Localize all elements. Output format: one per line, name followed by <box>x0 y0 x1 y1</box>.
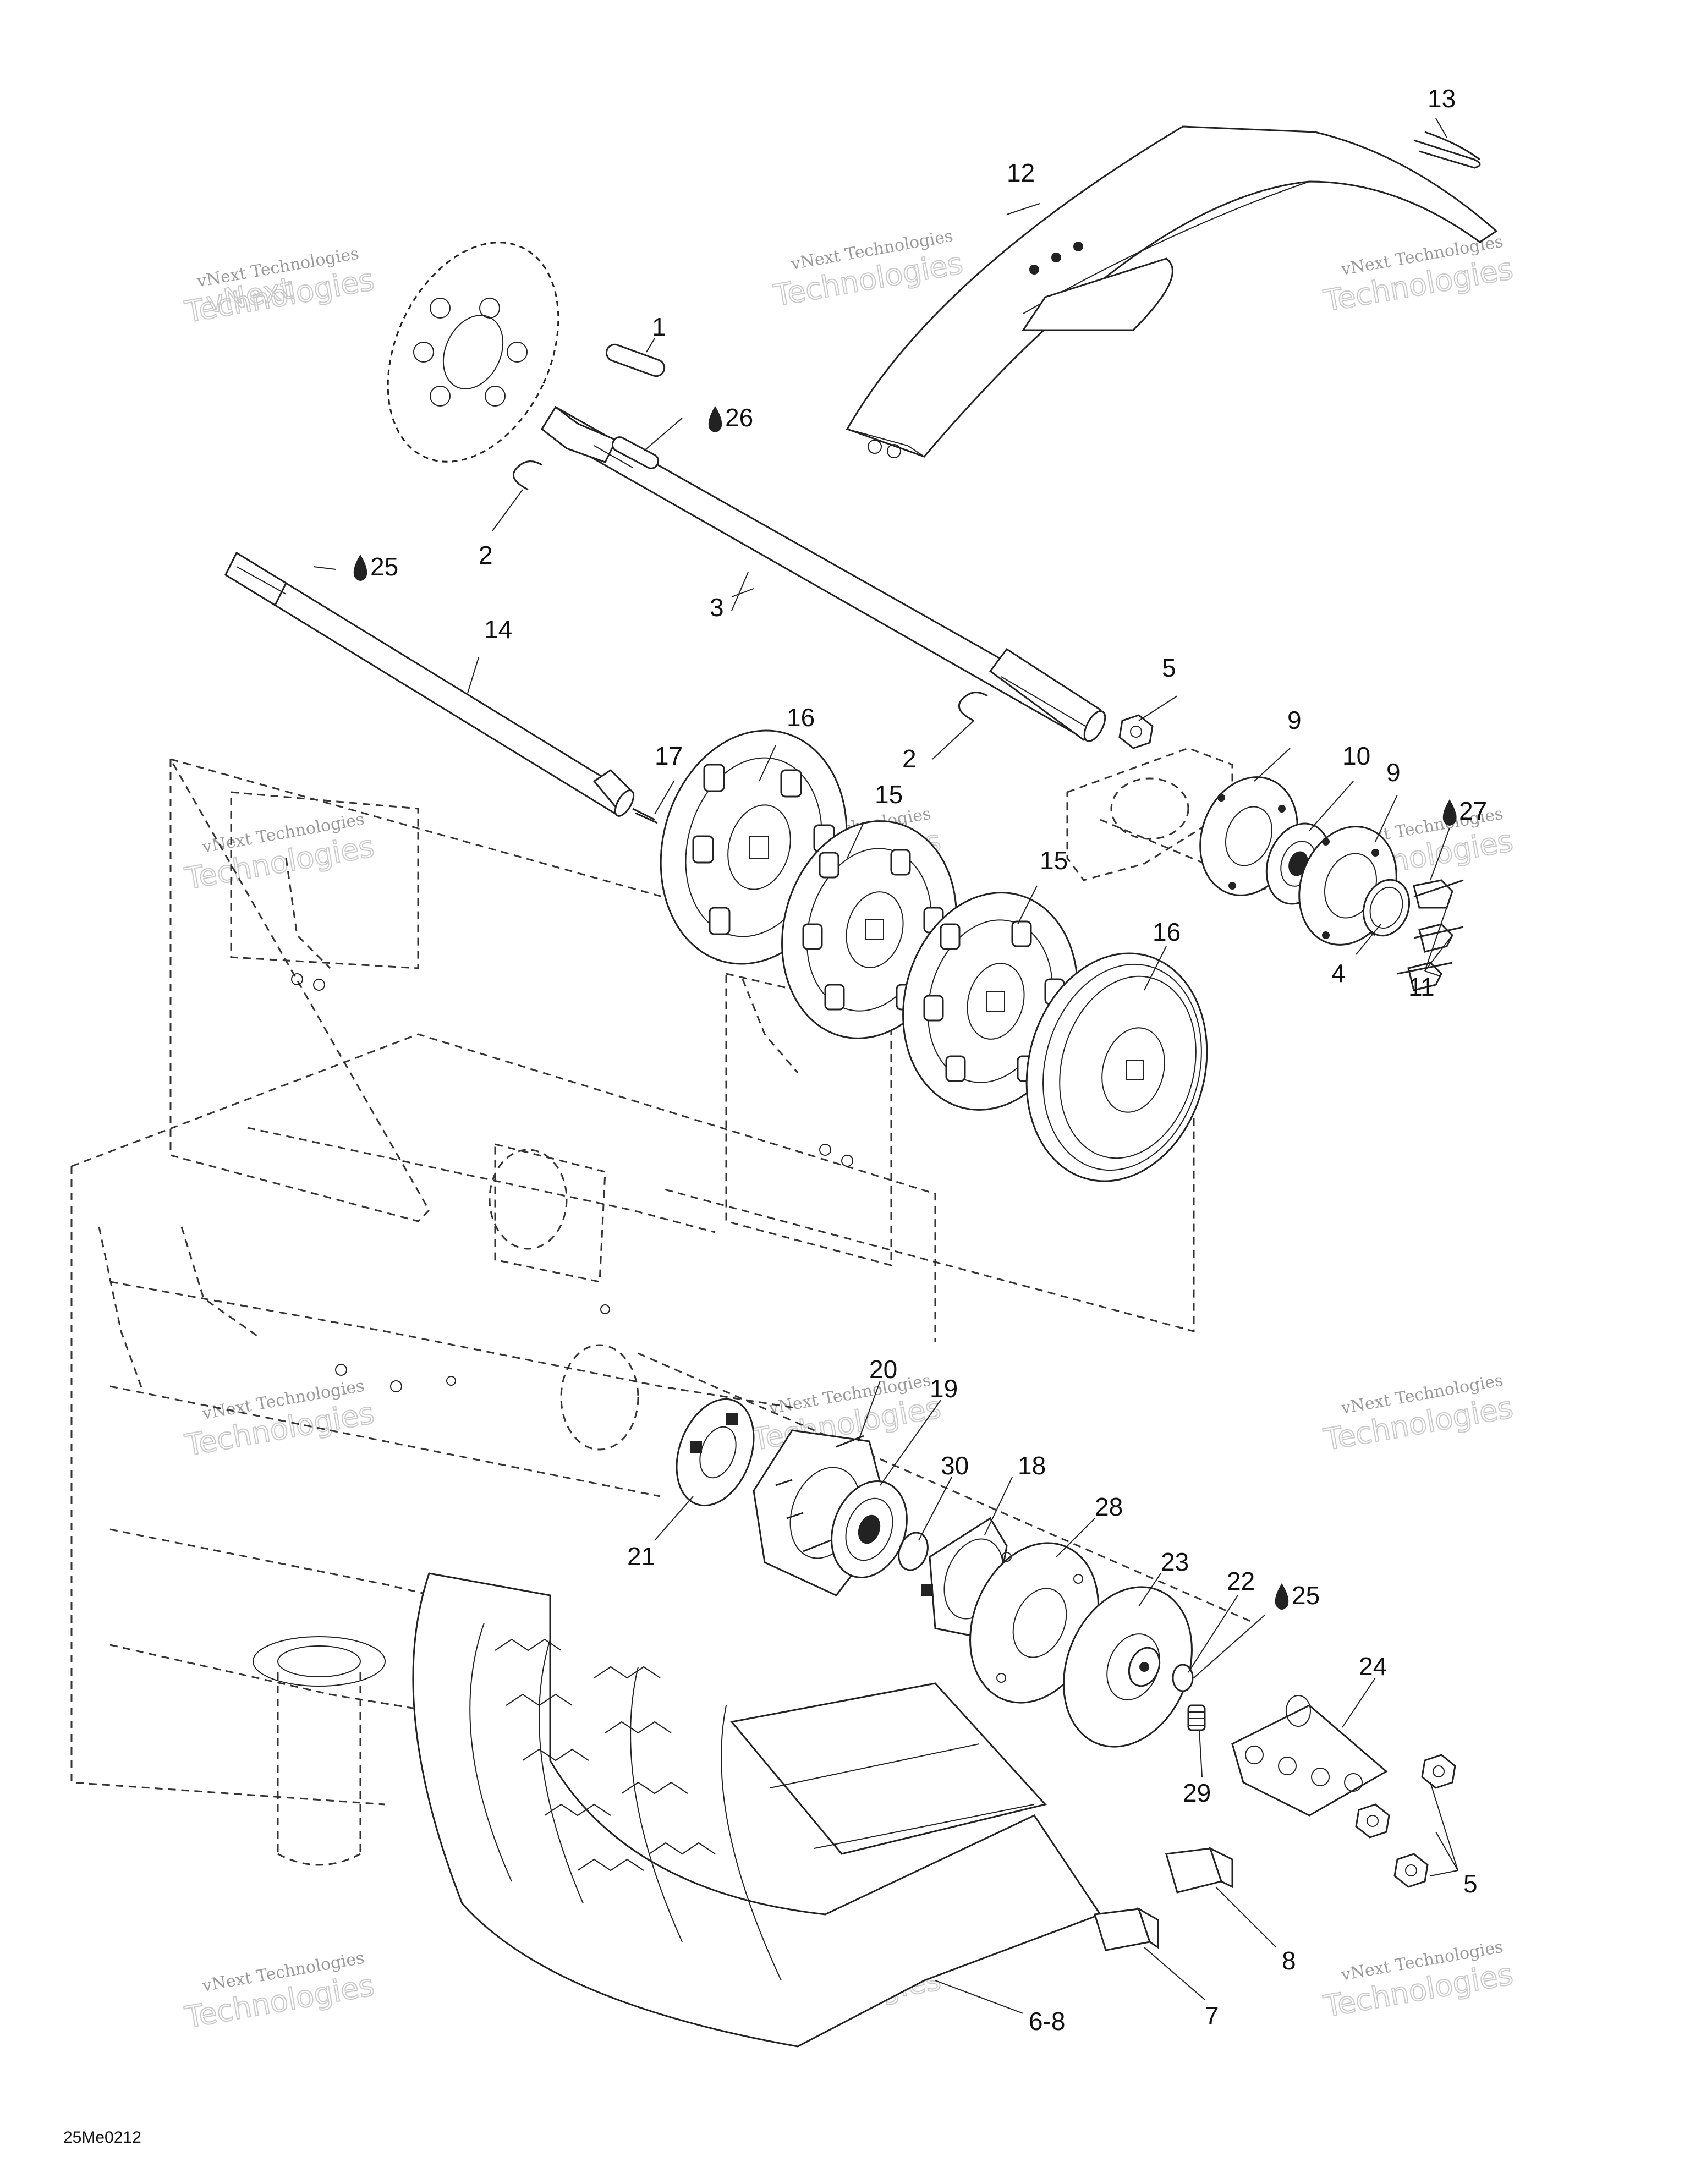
part-12-rear-flap <box>846 125 1498 458</box>
oil-drop-icon <box>353 555 367 581</box>
callout-4: 4 <box>1331 959 1346 987</box>
callout-21: 21 <box>627 1542 655 1571</box>
part-19-bearing <box>831 1480 908 1578</box>
lube-ref-27-text: 27 <box>1459 797 1487 825</box>
callout-15-right: 15 <box>1040 846 1068 875</box>
part-29-spring <box>1187 1704 1206 1731</box>
part-4-ring <box>1362 879 1411 937</box>
watermark: vNext vNext Technologies Technologies <box>182 244 377 330</box>
callout-8: 8 <box>1282 1946 1296 1975</box>
part-21-spacer <box>676 1398 755 1507</box>
lubricant-refs: 26 25 27 25 <box>353 403 1487 1610</box>
callout-14: 14 <box>484 615 512 644</box>
callout-9-left: 9 <box>1287 706 1302 734</box>
leader-lines <box>313 118 1458 2014</box>
bearing-housing-bracket <box>1066 747 1233 881</box>
callout-24: 24 <box>1359 1652 1387 1681</box>
watermark: vNext Technologies Technologies <box>1320 1371 1516 1458</box>
track-lugs <box>495 1638 716 1872</box>
suspension-frame <box>70 756 1195 1866</box>
callout-1: 1 <box>652 312 666 341</box>
callout-10: 10 <box>1342 742 1370 770</box>
watermark: vNext Technologies Technologies <box>1320 1938 1516 2024</box>
callout-28: 28 <box>1095 1492 1123 1521</box>
callout-5-lower: 5 <box>1463 1869 1478 1898</box>
part-17-pin <box>632 808 658 824</box>
callout-7: 7 <box>1205 2001 1219 2030</box>
lube-ref-25-upper: 25 <box>353 552 398 581</box>
part-6-8-track <box>412 1572 1102 2048</box>
lube-ref-25-upper-text: 25 <box>370 552 398 581</box>
part-22-nut <box>1172 1664 1194 1692</box>
part-30-ring <box>898 1532 929 1571</box>
callout-30: 30 <box>941 1451 969 1480</box>
lube-ref-26: 26 <box>708 403 753 432</box>
sprocket-disc <box>387 242 559 463</box>
watermark: vNext Technologies Technologies <box>770 227 966 314</box>
callout-22: 22 <box>1227 1567 1255 1595</box>
callout-5-top: 5 <box>1162 654 1176 682</box>
callout-23: 23 <box>1161 1548 1189 1576</box>
callout-16-left: 16 <box>787 703 815 732</box>
watermark: vNext Technologies Technologies <box>182 810 377 897</box>
callout-17: 17 <box>655 742 683 770</box>
oil-drop-icon <box>1442 799 1457 826</box>
callout-3: 3 <box>710 593 724 622</box>
callout-13: 13 <box>1428 84 1456 113</box>
callout-labels: 13 12 1 2 3 14 5 2 17 16 15 15 16 9 10 9… <box>479 84 1478 2035</box>
callout-20: 20 <box>869 1355 897 1384</box>
callout-18: 18 <box>1018 1451 1046 1480</box>
callout-9-right: 9 <box>1386 758 1401 787</box>
wheel-16-right <box>1025 952 1208 1182</box>
lube-ref-25-lower-text: 25 <box>1292 1581 1320 1610</box>
part-5-nuts-lower <box>1355 1754 1456 1888</box>
callout-19: 19 <box>930 1374 958 1403</box>
part-14-axle <box>224 551 635 817</box>
lube-ref-27: 27 <box>1442 797 1487 826</box>
part-3-drive-axle <box>540 405 1106 742</box>
callout-2-upper: 2 <box>479 541 493 569</box>
part-23-wheel-hub <box>1063 1586 1193 1748</box>
part-13-hairpin <box>1413 131 1481 169</box>
part-24-bracket <box>1231 1695 1388 1817</box>
callout-16-right: 16 <box>1153 918 1181 946</box>
callout-15-left: 15 <box>875 780 903 809</box>
watermark: vNext Technologies Technologies <box>182 1376 377 1463</box>
callout-2-lower: 2 <box>902 744 917 773</box>
callout-12: 12 <box>1007 158 1035 187</box>
callout-29: 29 <box>1183 1779 1211 1807</box>
watermark: vNext Technologies Technologies <box>182 1949 377 2035</box>
oil-drop-icon <box>1275 1583 1289 1610</box>
part-2-circlip <box>512 460 988 722</box>
oil-drop-icon <box>708 406 722 432</box>
watermark: vNext Technologies Technologies <box>1320 232 1516 319</box>
part-1-key <box>605 343 666 377</box>
lube-ref-26-text: 26 <box>725 403 753 432</box>
callout-11: 11 <box>1408 973 1435 1001</box>
lube-ref-25-lower: 25 <box>1275 1581 1320 1610</box>
part-7-clip <box>1094 1907 1159 1951</box>
part-5-nut-top <box>1118 714 1154 749</box>
part-8-clip <box>1165 1847 1233 1894</box>
callout-6-8: 6-8 <box>1029 2007 1065 2035</box>
drawing-code: 25Me0212 <box>63 2128 141 2147</box>
